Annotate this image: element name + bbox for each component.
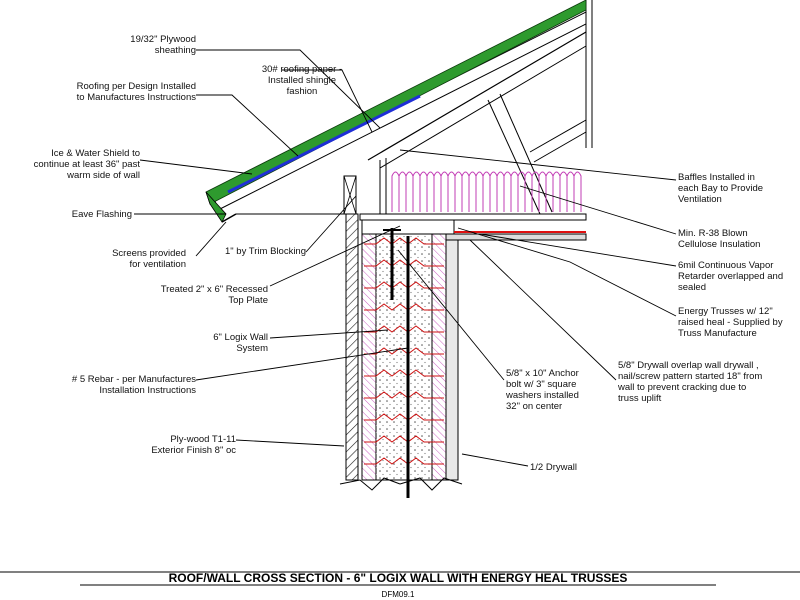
top-plate [361,219,455,235]
drawing-title: ROOF/WALL CROSS SECTION - 6" LOGIX WALL … [169,571,628,585]
label-line: fashion [287,86,318,97]
label-line: Truss Manufacture [678,328,757,339]
label-line: to Manufactures Instructions [77,92,197,103]
label-line: Ice & Water Shield to [51,148,140,159]
label-drywall-ceiling: 5/8" Drywall overlap wall drywall ,nail/… [617,360,762,404]
label-line: warm side of wall [66,170,140,181]
interior-edge [585,0,593,148]
label-line: Screens provided [112,248,186,259]
eps-foam-inner [431,233,447,481]
label-line: Exterior Finish 8" oc [151,445,236,456]
label-line: for ventilation [129,259,186,270]
eps-foam-outer [361,233,377,481]
exterior-finish [345,213,359,481]
label-line: 32" on center [506,401,562,412]
label-line: 1/2 Drywall [530,462,577,473]
label-line: sealed [678,282,706,293]
label-line: System [236,343,268,354]
label-line: wall to prevent cracking due to [617,382,746,393]
logix-webs [364,237,444,465]
label-line: Top Plate [228,295,268,306]
leader-lines [134,49,677,467]
label-line: raised heal - Supplied by [678,317,783,328]
label-line: Installed shingle [268,75,336,86]
label-eave-flashing: Eave Flashing [72,209,132,220]
label-line: sheathing [155,45,196,56]
drawing-number: DFM09.1 [382,590,415,599]
label-line: Treated 2" x 6" Recessed [161,284,268,295]
break-lines [339,477,463,491]
logix-wall [345,213,447,498]
label-line: washers installed [505,390,579,401]
ice-water-shield [227,94,421,194]
label-line: 1" by Trim Blocking [225,246,306,257]
label-line: nail/screw pattern started 18" from [618,371,762,382]
label-line: Cellulose Insulation [678,239,760,250]
roof-assembly [205,0,587,223]
label-line: Retarder overlapped and [678,271,783,282]
fascia [221,213,237,223]
label-line: Ventilation [678,194,722,205]
label-line: # 5 Rebar - per Manufactures [72,374,196,385]
label-line: 5/8" x 10" Anchor [506,368,579,379]
label-line: Min. R-38 Blown [678,228,748,239]
label-line: 19/32" Plywood [130,34,196,45]
label-line: Energy Trusses w/ 12" [678,306,773,317]
label-line: Eave Flashing [72,209,132,220]
label-energy-trusses: Energy Trusses w/ 12"raised heal - Suppl… [678,306,783,339]
label-drywall-wall: 1/2 Drywall [530,462,577,473]
blown-insulation [391,171,582,212]
label-line: Baffles Installed in [678,172,755,183]
title-block: ROOF/WALL CROSS SECTION - 6" LOGIX WALL … [0,571,800,599]
label-line: bolt w/ 3" square [506,379,576,390]
label-line: Roofing per Design Installed [77,81,196,92]
label-line: Ply-wood T1-11 [170,434,236,445]
label-trim-blocking: 1" by Trim Blocking [225,246,306,257]
label-line: each Bay to Provide [678,183,763,194]
label-line: continue at least 36" past [34,159,141,170]
plywood-sheathing [213,11,587,211]
truss [359,31,587,221]
label-line: 6" Logix Wall [213,332,268,343]
drywall-wall [445,239,459,481]
label-line: 6mil Continuous Vapor [678,260,773,271]
label-line: 5/8" Drywall overlap wall drywall , [618,360,759,371]
drywall [445,231,587,481]
label-line: Installation Instructions [99,385,196,396]
drywall-ceiling [445,233,587,241]
label-line: 30# roofing paper - [262,64,342,75]
label-line: truss uplift [618,393,662,404]
